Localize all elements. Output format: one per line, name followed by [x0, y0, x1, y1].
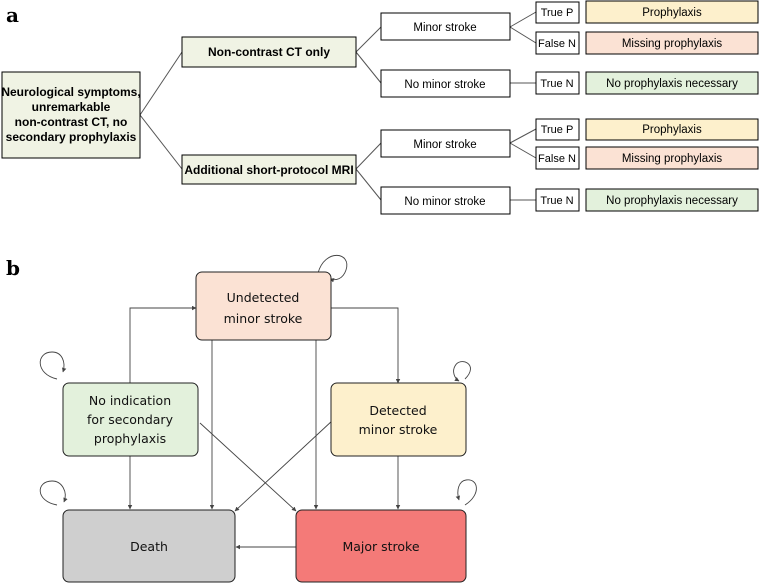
state-detected-minor-stroke: Detected minor stroke [330, 382, 467, 457]
branch-bottom-label: Additional short-protocol MRI [184, 163, 353, 177]
top-no-necessary-box [585, 71, 759, 95]
arrow-detected-to-death [234, 419, 334, 512]
branch-bottom-box [181, 154, 357, 185]
state-major-stroke: Major stroke [295, 509, 467, 583]
self-loop-detected [453, 361, 471, 382]
top-true-n: True N [540, 78, 573, 90]
top-prophylaxis-box [585, 0, 759, 24]
transition-arrows [127, 305, 401, 550]
no-indication-line-1: No indication [89, 393, 171, 408]
bottom-true-p: True P [541, 124, 574, 136]
arrow-noindication-to-major [199, 422, 297, 512]
bottom-prophylaxis-box [585, 118, 759, 141]
outcome-nodes: Prophylaxis Missing prophylaxis No proph… [585, 0, 759, 212]
detected-line-1: Detected [369, 403, 426, 418]
panel-a-label: a [6, 3, 19, 27]
undetected-line-1: Undetected [227, 290, 300, 305]
state-no-indication: No indication for secondary prophylaxis [62, 382, 199, 457]
bottom-no-minor-stroke-label: No minor stroke [404, 196, 485, 208]
bottom-minor-stroke-node: Minor stroke [380, 129, 511, 158]
bottom-prophylaxis: Prophylaxis [642, 124, 702, 136]
tree-connectors [139, 11, 537, 201]
self-loop-death [39, 480, 68, 506]
self-loop-major [455, 479, 477, 506]
bottom-missing-prophylaxis: Missing prophylaxis [622, 153, 723, 165]
root-line-3: non-contrast CT, no [15, 115, 128, 129]
self-loop-undetected [317, 255, 348, 283]
arrow-noindication-to-undetected [129, 305, 197, 383]
state-undetected-minor-stroke: Undetected minor stroke [195, 271, 332, 341]
branch-non-contrast-ct: Non-contrast CT only [181, 36, 357, 68]
root-node: Neurological symptoms, unremarkable non-… [1, 71, 141, 159]
root-line-1: Neurological symptoms, [1, 85, 140, 99]
branch-top-box [181, 36, 357, 68]
top-no-minor-stroke-label: No minor stroke [404, 79, 485, 91]
major-stroke-label: Major stroke [342, 539, 419, 554]
root-box [1, 71, 141, 159]
top-missing-box [585, 31, 759, 55]
top-no-minor-stroke-node: No minor stroke [380, 69, 511, 98]
bottom-true-n: True N [540, 195, 573, 207]
top-prophylaxis: Prophylaxis [642, 7, 702, 19]
undetected-line-2: minor stroke [224, 311, 303, 326]
top-missing-prophylaxis: Missing prophylaxis [622, 38, 723, 50]
root-line-4: secondary prophylaxis [6, 130, 137, 144]
panel-b-label: b [6, 256, 20, 280]
arrow-undetected-to-detected [331, 307, 401, 384]
bottom-no-necessary-box [585, 188, 759, 212]
no-indication-line-3: prophylaxis [94, 431, 166, 446]
bottom-minor-stroke-label: Minor stroke [413, 139, 476, 151]
top-false-n: False N [538, 38, 576, 50]
detected-line-2: minor stroke [359, 422, 438, 437]
test-result-nodes: True P False N True N True P False N Tru… [535, 1, 580, 212]
top-minor-stroke-node: Minor stroke [380, 12, 511, 41]
bottom-no-minor-stroke-node: No minor stroke [380, 186, 511, 215]
top-no-prophylaxis-necessary: No prophylaxis necessary [606, 78, 738, 90]
top-true-p: True P [541, 7, 574, 19]
bottom-false-n: False N [538, 153, 576, 165]
top-minor-stroke-label: Minor stroke [413, 22, 476, 34]
self-loops [39, 255, 477, 506]
no-indication-line-2: for secondary [87, 412, 174, 427]
self-loop-no-indication [39, 351, 67, 380]
death-label: Death [130, 539, 168, 554]
state-death: Death [62, 509, 236, 583]
bottom-no-prophylaxis-necessary: No prophylaxis necessary [606, 195, 738, 207]
branch-top-label: Non-contrast CT only [208, 45, 330, 59]
bottom-missing-box [585, 146, 759, 170]
branch-short-protocol-mri: Additional short-protocol MRI [181, 154, 357, 185]
root-line-2: unremarkable [32, 100, 111, 114]
